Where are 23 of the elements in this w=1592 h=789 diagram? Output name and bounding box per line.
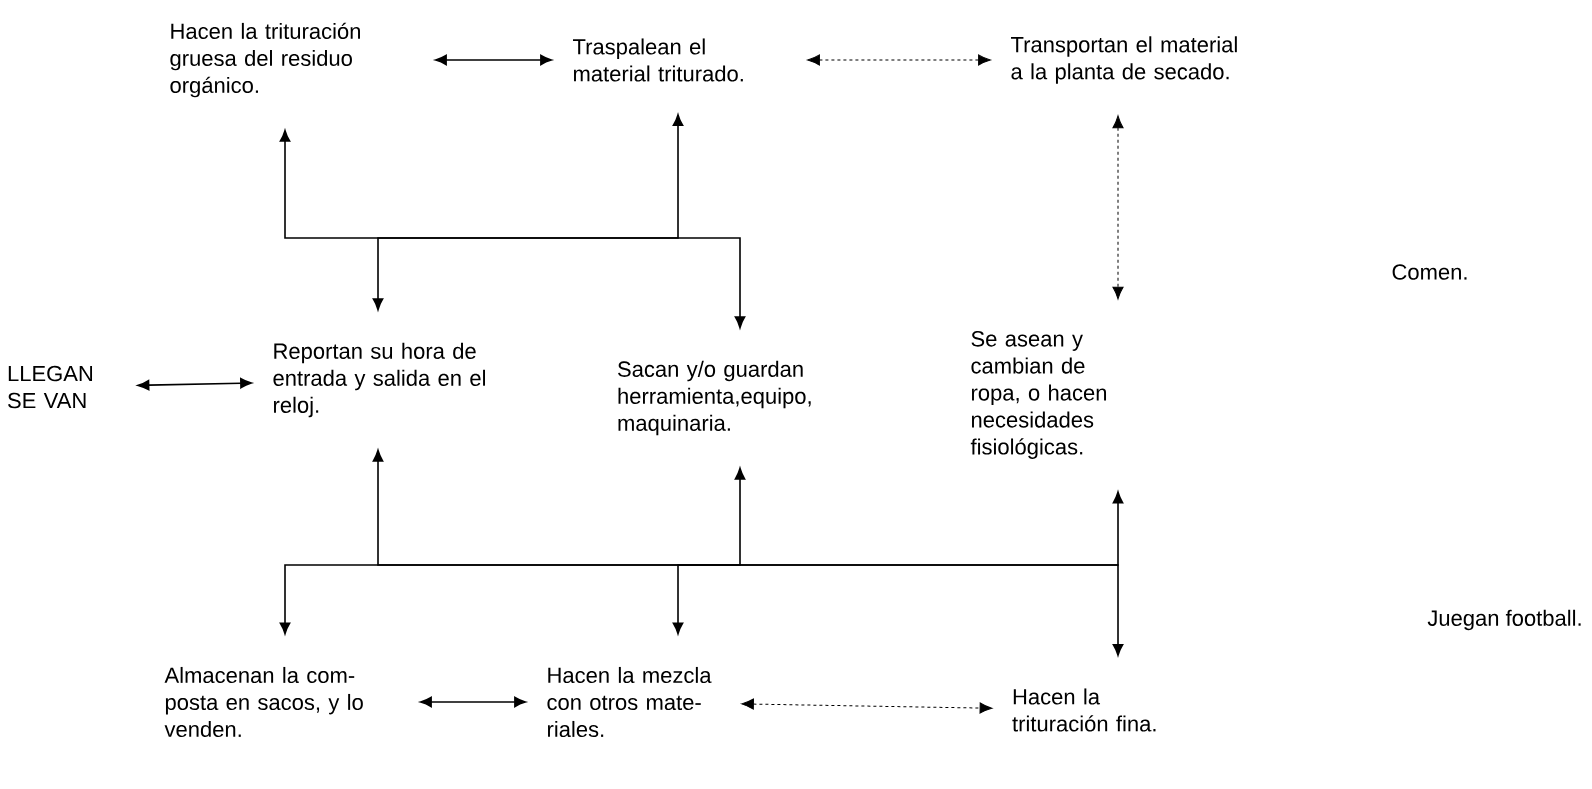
step-text: LLEGAN SE VAN bbox=[8, 365, 92, 409]
arrow bbox=[279, 129, 746, 329]
arrow bbox=[279, 491, 1124, 635]
step-text: Se asean y cambian de ropa, o hacen necesidades fisiológicas. bbox=[970, 331, 1106, 459]
arrow bbox=[420, 696, 526, 708]
arrow bbox=[435, 54, 552, 66]
arrow bbox=[672, 467, 746, 635]
step-text: Sacan y/o guardan herramienta,equipo, maquinaria. bbox=[618, 360, 811, 436]
step-text: Hacen la mezcla con otros mate- riales. bbox=[547, 666, 712, 738]
arrow bbox=[1112, 115, 1124, 300]
note-text: Juegan football. bbox=[1427, 609, 1581, 631]
step-text: Hacen la trituración gruesa del residuo orgánico. bbox=[170, 22, 360, 98]
arrow bbox=[741, 698, 993, 714]
step-text: Reportan su hora de entrada y salida en el reloj. bbox=[273, 342, 485, 418]
arrow bbox=[372, 114, 684, 311]
step-text: Traspalean el material triturado. bbox=[573, 38, 743, 82]
arrow bbox=[807, 54, 991, 66]
arrow bbox=[372, 449, 1124, 656]
step-text: Hacen la trituración fina. bbox=[1012, 688, 1156, 732]
step-text: Almacenan la com- posta en sacos, y lo venden. bbox=[164, 666, 363, 738]
step-text: Transportan el material a la planta de secado. bbox=[1011, 36, 1237, 84]
arrow bbox=[137, 377, 252, 391]
note-text: Comen. bbox=[1392, 264, 1467, 280]
